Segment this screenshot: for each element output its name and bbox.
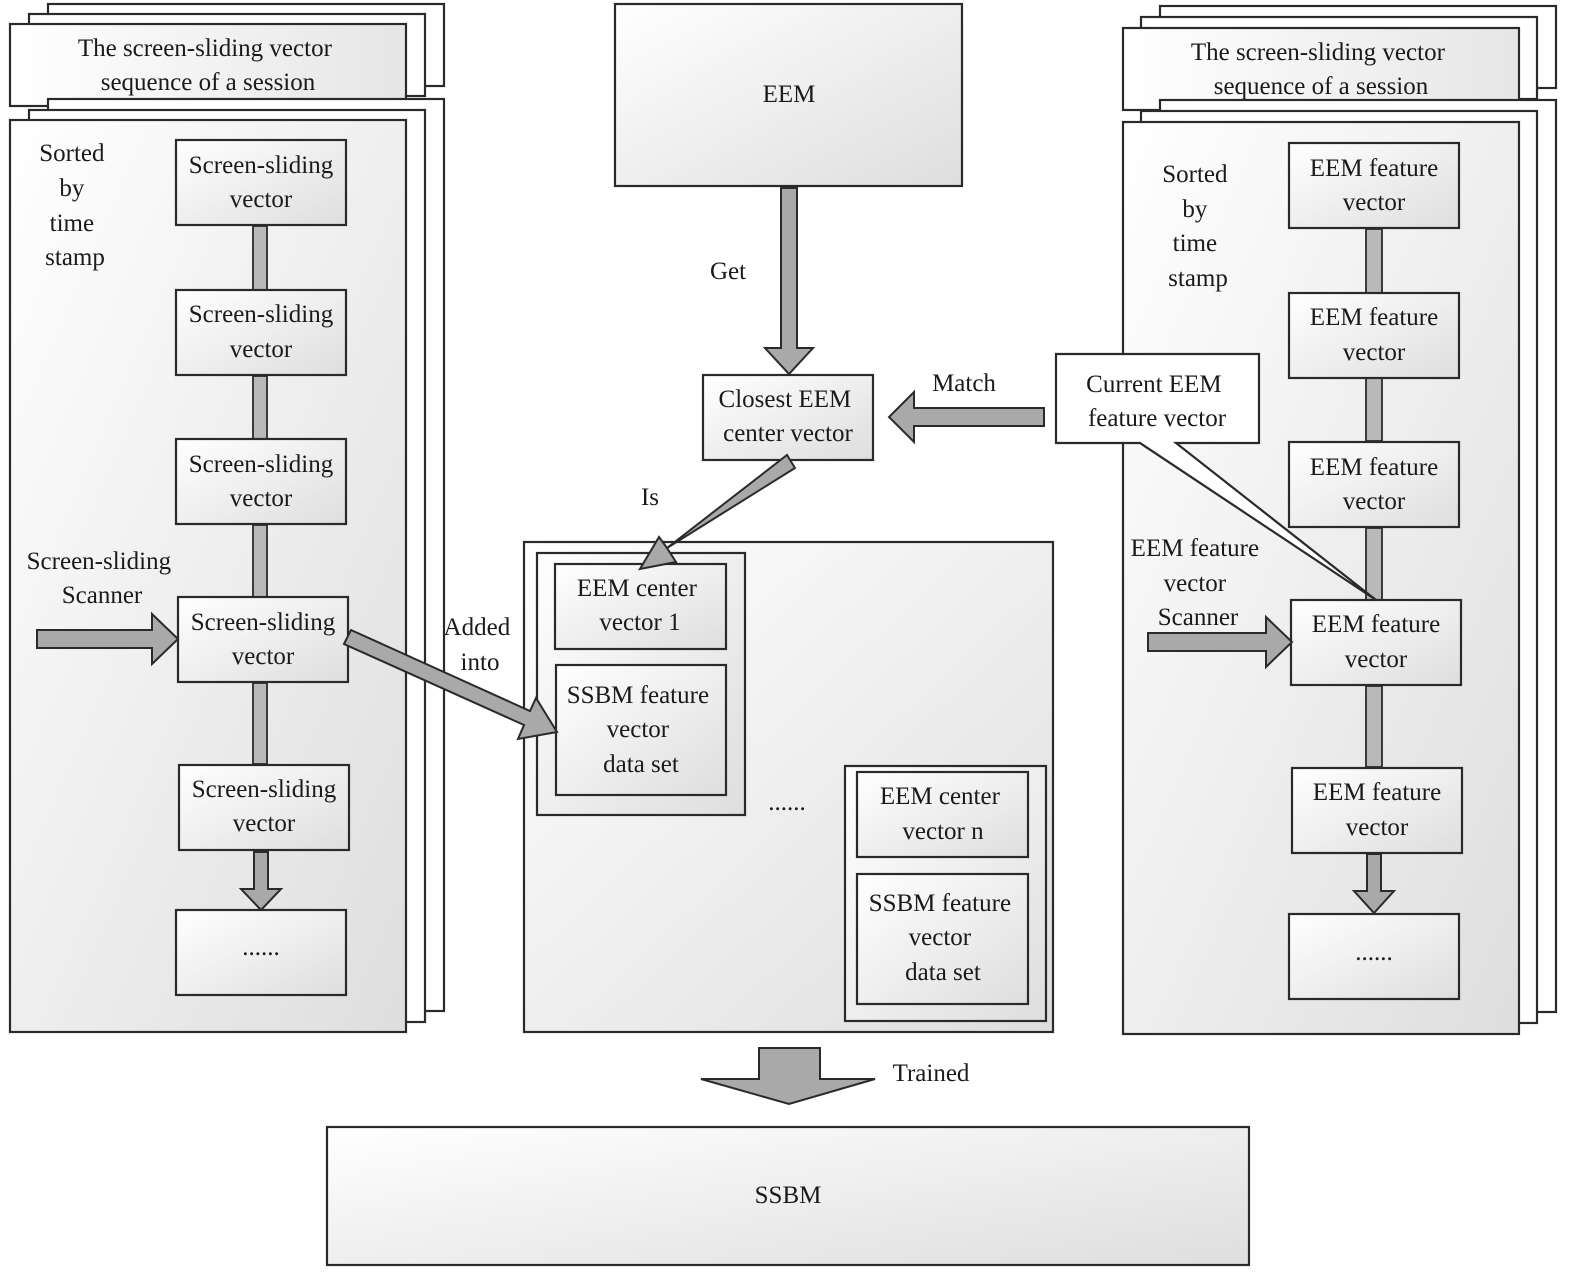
trained-arrow [700, 1047, 876, 1106]
ssbm-box [325, 1125, 1251, 1267]
right-body-box [1121, 120, 1521, 1036]
is-label: Is [641, 484, 659, 511]
get-label: Get [710, 258, 746, 285]
eem-label: EEM [763, 81, 816, 108]
center-flow: EEM Get Closest EEM center vector Match … [325, 2, 1251, 1267]
closest-center-box [701, 373, 875, 462]
left-session-panel: The screen-sliding vector sequence of a … [8, 2, 446, 1034]
ssbm-label: SSBM [755, 1182, 822, 1209]
right-session-panel: The screen-sliding vector sequence of a … [1054, 4, 1558, 1036]
left-body-box [8, 118, 408, 1034]
right-sort-label: Sorted by time stamp [1162, 161, 1234, 292]
is-arrow [638, 453, 797, 571]
center-vector-1-box [553, 562, 728, 651]
ssbm-dataset-1-box [554, 663, 728, 797]
right-header-title: The screen-sliding vector sequence of a … [1191, 39, 1451, 100]
right-node-ellipsis: ...... [1287, 912, 1461, 1001]
right-scanner-arrow [1147, 614, 1294, 670]
current-eem-callout-label: Current EEM feature vector [1086, 371, 1228, 432]
eem-box [613, 2, 964, 188]
left-sort-label: Sorted by time stamp [39, 140, 111, 271]
center-vector-1-label: EEM center vector 1 [577, 575, 703, 636]
center-vector-n-box [855, 770, 1030, 859]
trained-label: Trained [893, 1060, 970, 1087]
cluster-ellipsis: ...... [768, 789, 806, 816]
svg-text:......: ...... [242, 934, 280, 961]
match-arrow [887, 389, 1045, 445]
match-label: Match [932, 370, 996, 397]
cluster-1: EEM center vector 1 SSBM feature vector … [535, 551, 747, 817]
ssbm-dataset-n-label: SSBM feature vector data set [869, 890, 1018, 986]
left-header-box [8, 22, 408, 108]
get-arrow [762, 187, 816, 376]
left-node-ellipsis: ...... [174, 908, 348, 997]
left-scanner-arrow [36, 611, 180, 667]
added-into-label: Added into [444, 614, 517, 676]
center-vector-n-label: EEM center vector n [880, 783, 1006, 845]
right-header-box [1121, 26, 1521, 112]
added-into-arrow [342, 628, 559, 741]
current-eem-callout: Current EEM feature vector [1054, 352, 1377, 601]
ssbm-dataset-n-box [855, 872, 1030, 1006]
closest-center-label: Closest EEM center vector [719, 386, 858, 447]
left-scanner-label: Screen-sliding Scanner [27, 548, 178, 609]
svg-text:......: ...... [1355, 939, 1393, 966]
left-header-title: The screen-sliding vector sequence of a … [78, 35, 338, 96]
cluster-n: EEM center vector n SSBM feature vector … [843, 764, 1048, 1023]
ssbm-dataset-1-label: SSBM feature vector data set [567, 682, 716, 778]
right-scanner-label: EEM feature vector Scanner [1131, 535, 1266, 631]
